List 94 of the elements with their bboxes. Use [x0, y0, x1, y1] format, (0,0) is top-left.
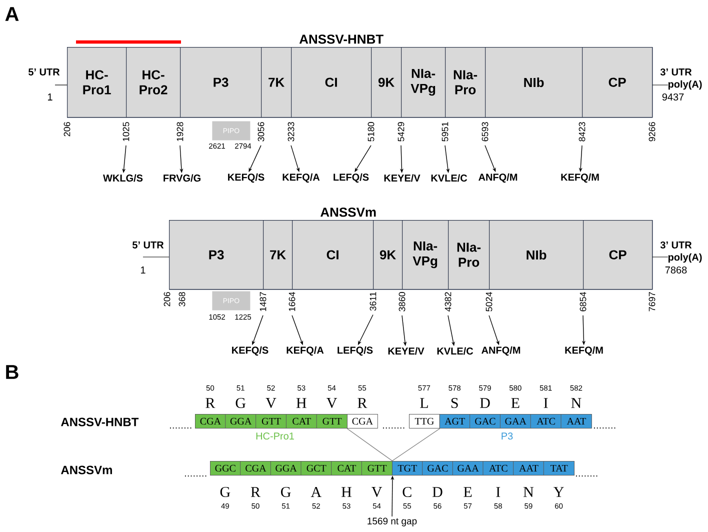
- position-number: 368: [178, 292, 186, 306]
- position-number: 5951: [442, 122, 448, 142]
- amino-acid-letter: C: [402, 486, 412, 498]
- gene-segment: 7K: [261, 47, 292, 118]
- cleavage-site-label: KEYE/V: [388, 347, 424, 355]
- utr-label: 3’ UTR: [660, 241, 692, 249]
- cleavage-site-label: KEFQ/S: [232, 346, 268, 356]
- gene-segment: NIa-Pro: [448, 220, 490, 290]
- cleavage-site-label: LEFQ/S: [334, 173, 369, 183]
- node-label: CGA: [200, 418, 221, 425]
- cleavage-site-label: KEFQ/A: [282, 173, 320, 183]
- position-number: 6593: [482, 122, 488, 142]
- node-label: AAT: [566, 418, 586, 425]
- amino-acid-letter: V: [326, 398, 338, 408]
- position-number: 8423: [578, 122, 586, 142]
- panel-letter: A: [5, 7, 19, 21]
- gene-segment: 9K: [373, 220, 403, 290]
- utr-label: 5’ UTR: [28, 68, 60, 76]
- amino-acid-letter: V: [372, 486, 382, 498]
- sequence-name: ANSSV-HNBT: [61, 418, 139, 426]
- node-label: GGA: [230, 418, 252, 425]
- gene-segment: NIa-Pro: [445, 47, 486, 118]
- utr-label: 3’ UTR: [660, 68, 692, 76]
- position-number: 1487: [260, 292, 266, 312]
- node-label: GAA: [505, 418, 526, 425]
- amino-acid-letter: D: [432, 487, 442, 497]
- amino-acid-letter: D: [480, 398, 490, 408]
- amino-acid-letter: L: [420, 398, 428, 408]
- gene-segment: CP: [583, 220, 653, 290]
- utr-label: poly(A): [668, 253, 702, 263]
- position-number: 3860: [398, 292, 406, 312]
- cleavage-site-label: FRVG/G: [164, 174, 200, 182]
- position-number: 4382: [444, 292, 452, 312]
- node-label: GTT: [322, 418, 342, 425]
- connector-line: [392, 428, 440, 462]
- gene-segment: NIa-VPg: [401, 47, 446, 118]
- codon-strip: AGT GAC GAA ATC AAT: [439, 414, 592, 428]
- cleavage-site-label: ANFQ/M: [482, 346, 520, 356]
- position-number: 206: [64, 122, 70, 136]
- cleavage-site-label: WKLG/S: [103, 174, 143, 182]
- codon-strip: GGC CGA GGA GCT CAT GTT: [210, 460, 392, 476]
- gene-label: P3: [502, 432, 513, 440]
- amino-acid-letter: R: [358, 398, 368, 408]
- node-label: AGT: [444, 418, 465, 425]
- position-number: 6854: [580, 292, 586, 312]
- cleavage-site-label: KEFQ/M: [561, 173, 599, 183]
- gene-segment: HC-Pro1: [67, 47, 127, 118]
- cleavage-site-label: KEFQ/M: [565, 346, 603, 356]
- position-number: 3611: [370, 292, 376, 311]
- sequence-name: ANSSVm: [61, 466, 112, 474]
- gene-segment: CP: [582, 47, 653, 118]
- codon-strip: TGT GAC GAA ATC AAT TAT: [392, 460, 574, 476]
- gene-segment: 7K: [263, 220, 293, 290]
- codon-box: CGA: [347, 414, 378, 428]
- cleavage-site-label: KVLE/C: [437, 347, 474, 355]
- gene-segment: HC-Pro2: [126, 47, 181, 118]
- position-number: 5180: [368, 122, 374, 142]
- gene-segment: 9K: [371, 47, 402, 118]
- position-number: 5024: [486, 292, 492, 312]
- position-number: 1664: [288, 292, 296, 312]
- cleavage-site-label: KVLE/C: [431, 174, 468, 182]
- codon-box: TTG: [409, 414, 440, 428]
- cleavage-site-label: LEFQ/S: [338, 346, 373, 356]
- position-number: 9266: [648, 122, 656, 142]
- gap-label: 1569 nt gap: [368, 518, 417, 526]
- codon-strip: CGA GGA GTT CAT GTT: [195, 414, 348, 428]
- gene-segment: NIa-VPg: [402, 220, 449, 290]
- cleavage-site-label: KEFQ/S: [228, 173, 264, 183]
- genome-length: 9437: [662, 93, 684, 101]
- position-number: 3056: [258, 122, 264, 142]
- cleavage-site-label: ANFQ/M: [478, 173, 518, 183]
- position-number: 1: [141, 266, 146, 274]
- node-label: GTT: [262, 418, 281, 425]
- amino-acid-letter: H: [296, 398, 306, 408]
- connector-line: [346, 428, 393, 462]
- node-label: ATC: [536, 418, 555, 425]
- cleavage-site-label: KEYE/V: [384, 174, 420, 182]
- node-label: GAC: [475, 418, 496, 425]
- amino-acid-letter: H: [342, 487, 352, 497]
- position-number: 3233: [288, 122, 294, 142]
- position-number: 1025: [122, 122, 130, 142]
- utr-label: poly(A): [668, 80, 702, 90]
- amino-acid-letter: S: [451, 398, 458, 408]
- position-number: 1928: [176, 122, 184, 142]
- position-number: 206: [164, 292, 170, 306]
- position-number: 7697: [648, 292, 656, 312]
- gene-label: HC-Pro1: [256, 432, 294, 440]
- cleavage-site-label: KEFQ/A: [286, 346, 324, 356]
- genome-length: 7868: [665, 266, 687, 274]
- panel-letter: B: [6, 365, 18, 379]
- utr-label: 5’ UTR: [132, 242, 164, 248]
- position-number: 1: [48, 94, 52, 100]
- position-number: 5429: [398, 122, 404, 142]
- node-label: CAT: [292, 418, 311, 425]
